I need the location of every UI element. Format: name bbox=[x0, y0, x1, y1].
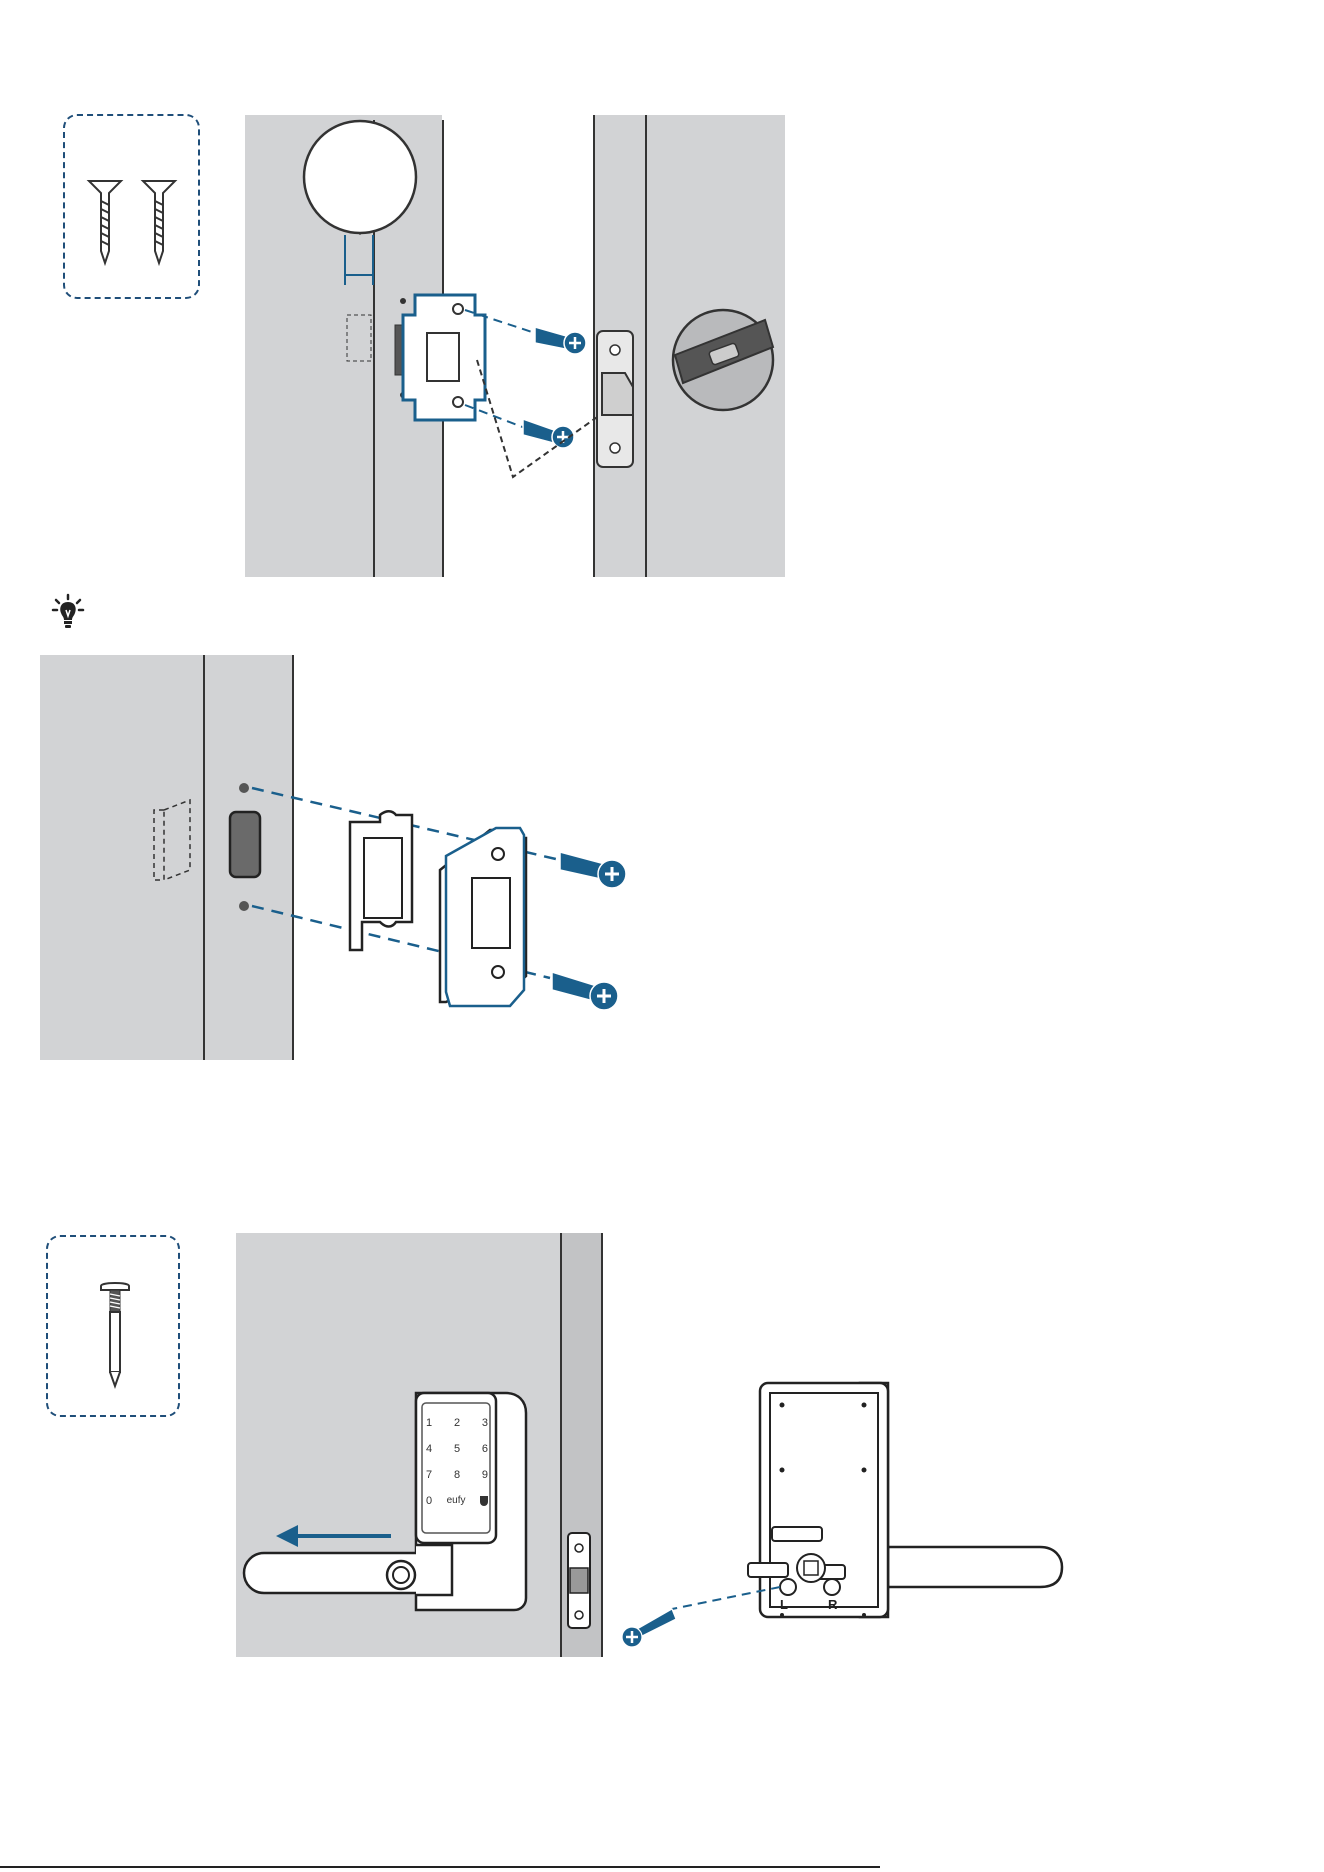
key-0[interactable]: 0 bbox=[426, 1488, 432, 1514]
key-3[interactable]: 3 bbox=[482, 1410, 488, 1436]
keypad-keys: 1 2 3 4 5 6 7 8 9 0 eufy bbox=[426, 1410, 488, 1514]
smart-lock-front bbox=[236, 1233, 606, 1657]
machine-screw-icon bbox=[95, 1280, 135, 1395]
mounting-screw bbox=[622, 1609, 676, 1647]
strike-plate-diagram bbox=[245, 115, 805, 595]
strike-box-diagram bbox=[150, 760, 650, 1040]
key-2[interactable]: 2 bbox=[454, 1410, 460, 1436]
brand-logo: eufy bbox=[447, 1488, 466, 1514]
strike-screw-bottom-2 bbox=[552, 972, 618, 1010]
strike-screw-top bbox=[535, 327, 586, 354]
key-9[interactable]: 9 bbox=[482, 1462, 488, 1488]
strike-screw-top-2 bbox=[560, 852, 626, 888]
left-hand-label: L bbox=[780, 1597, 788, 1612]
magnify-circle bbox=[304, 121, 416, 233]
latch-bolt bbox=[602, 373, 633, 415]
strike-screw-bottom bbox=[523, 419, 574, 448]
lightbulb-icon bbox=[52, 594, 84, 630]
key-6[interactable]: 6 bbox=[482, 1436, 488, 1462]
shield-icon bbox=[480, 1496, 488, 1506]
smart-lock-back bbox=[620, 1375, 1070, 1675]
key-7[interactable]: 7 bbox=[426, 1462, 432, 1488]
key-5[interactable]: 5 bbox=[454, 1436, 460, 1462]
key-1[interactable]: 1 bbox=[426, 1410, 432, 1436]
wood-screw-icon bbox=[85, 175, 185, 275]
page-footer-rule bbox=[0, 1866, 880, 1868]
key-8[interactable]: 8 bbox=[454, 1462, 460, 1488]
right-hand-label: R bbox=[828, 1597, 837, 1612]
key-4[interactable]: 4 bbox=[426, 1436, 432, 1462]
